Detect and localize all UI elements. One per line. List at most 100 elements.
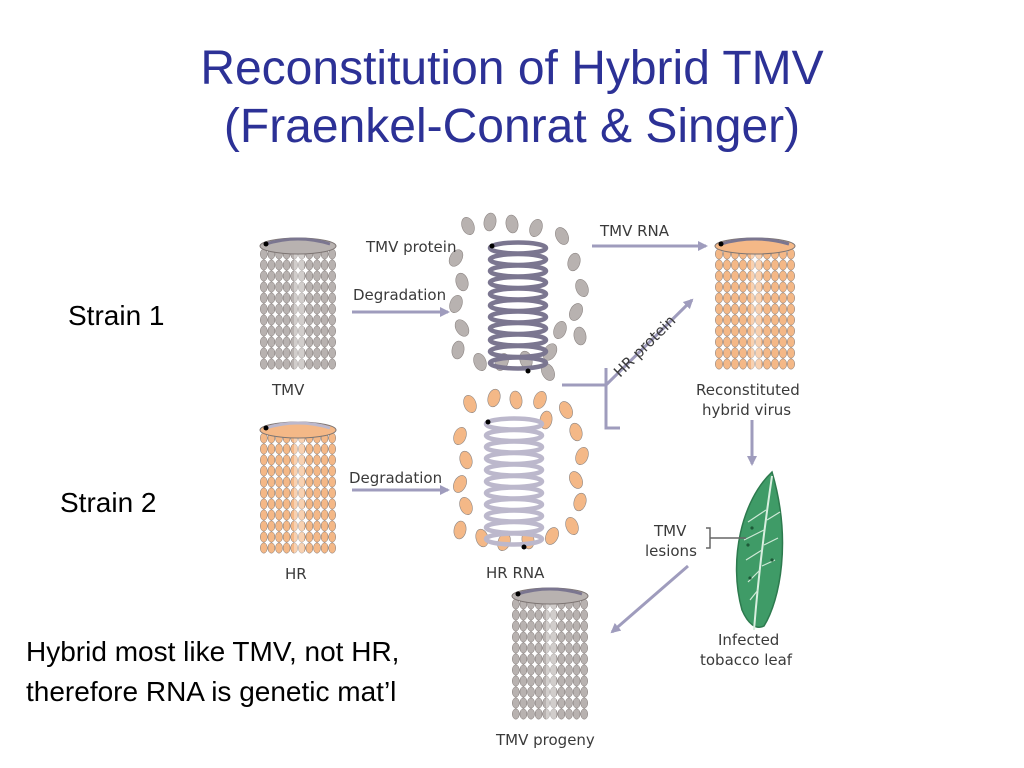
protein-subunit xyxy=(463,394,477,414)
protein-subunit xyxy=(275,476,283,488)
protein-subunit xyxy=(534,708,543,720)
protein-subunit xyxy=(565,516,579,536)
protein-subunit xyxy=(723,281,731,293)
tobacco-leaf-icon xyxy=(735,470,784,631)
protein-subunit xyxy=(565,697,573,709)
protein-subunit xyxy=(320,520,329,532)
protein-subunit xyxy=(260,325,268,337)
protein-subunit xyxy=(267,325,276,337)
protein-subunit xyxy=(320,314,329,326)
protein-subunit xyxy=(290,443,298,455)
protein-subunit xyxy=(779,259,787,271)
protein-subunit xyxy=(739,347,747,359)
protein-subunit xyxy=(715,303,723,315)
protein-subunit xyxy=(512,675,520,687)
hr-protein-subunits xyxy=(453,388,589,552)
protein-subunit xyxy=(542,675,550,687)
rna-end xyxy=(265,237,331,246)
protein-subunit xyxy=(313,509,321,521)
protein-subunit xyxy=(527,708,535,720)
protein-subunit xyxy=(260,270,268,282)
protein-subunit xyxy=(715,270,723,282)
protein-subunit xyxy=(454,319,470,337)
protein-subunit xyxy=(267,281,276,293)
title-line-2: (Fraenkel-Conrat & Singer) xyxy=(223,100,801,153)
protein-subunit xyxy=(580,675,588,687)
protein-subunit xyxy=(747,314,755,326)
protein-subunit xyxy=(328,281,336,293)
protein-subunit xyxy=(305,325,314,337)
rna-end xyxy=(517,587,583,596)
protein-subunit xyxy=(550,620,558,632)
protein-subunit xyxy=(787,259,795,271)
protein-subunit xyxy=(512,653,520,665)
protein-subunit xyxy=(290,270,298,282)
protein-subunit xyxy=(282,531,291,543)
protein-subunit xyxy=(771,281,779,293)
rod-highlight xyxy=(546,598,556,722)
protein-subunit xyxy=(787,314,795,326)
protein-subunit xyxy=(328,259,336,271)
rna-terminus xyxy=(718,241,724,247)
protein-subunit xyxy=(755,314,763,326)
protein-subunit xyxy=(449,294,463,314)
protein-subunit xyxy=(723,303,731,315)
protein-subunit xyxy=(755,281,763,293)
protein-subunit xyxy=(747,303,755,315)
protein-subunit xyxy=(290,292,298,304)
protein-subunit xyxy=(260,509,268,521)
protein-subunit xyxy=(731,358,739,370)
protein-subunit xyxy=(534,686,543,698)
protein-subunit xyxy=(771,347,779,359)
protein-subunit xyxy=(328,454,336,466)
protein-subunit xyxy=(328,487,336,499)
hr-protein-label: HR protein xyxy=(610,312,679,381)
protein-subunit xyxy=(320,476,329,488)
protein-subunit xyxy=(739,281,747,293)
protein-subunit xyxy=(267,270,276,282)
protein-subunit xyxy=(282,509,291,521)
protein-subunit xyxy=(313,487,321,499)
protein-subunit xyxy=(763,270,771,282)
protein-subunit xyxy=(527,686,535,698)
protein-subunit xyxy=(755,292,763,304)
protein-subunit xyxy=(575,446,589,466)
protein-subunit xyxy=(565,653,573,665)
protein-subunit xyxy=(580,664,588,676)
protein-subunit xyxy=(305,281,314,293)
protein-subunit xyxy=(580,631,588,643)
protein-subunit xyxy=(739,292,747,304)
protein-subunit xyxy=(557,609,566,621)
protein-subunit xyxy=(282,358,291,370)
protein-subunit xyxy=(787,325,795,337)
protein-subunit xyxy=(313,454,321,466)
protein-subunit xyxy=(545,527,559,545)
title-line-1: Reconstitution of Hybrid TMV xyxy=(200,42,824,95)
protein-subunit xyxy=(580,609,588,621)
hr-protein-bracket xyxy=(562,368,620,430)
protein-subunit xyxy=(723,292,731,304)
protein-subunit xyxy=(275,303,283,315)
protein-subunit xyxy=(763,336,771,348)
hr-rna-coil xyxy=(483,416,545,550)
protein-subunit xyxy=(275,292,283,304)
protein-subunit xyxy=(723,336,731,348)
protein-subunit xyxy=(275,443,283,455)
protein-subunit xyxy=(305,542,314,554)
protein-subunit xyxy=(298,443,306,455)
protein-subunit xyxy=(542,697,550,709)
protein-subunit xyxy=(723,358,731,370)
protein-subunit xyxy=(290,358,298,370)
protein-subunit xyxy=(747,270,755,282)
protein-subunit xyxy=(275,270,283,282)
protein-subunit xyxy=(298,347,306,359)
protein-subunit xyxy=(512,609,520,621)
protein-subunit xyxy=(298,281,306,293)
protein-subunit xyxy=(328,509,336,521)
protein-subunit xyxy=(455,272,469,292)
protein-subunit xyxy=(779,358,787,370)
protein-subunit xyxy=(313,542,321,554)
protein-subunit xyxy=(313,270,321,282)
protein-subunit xyxy=(527,653,535,665)
protein-subunit xyxy=(298,465,306,477)
